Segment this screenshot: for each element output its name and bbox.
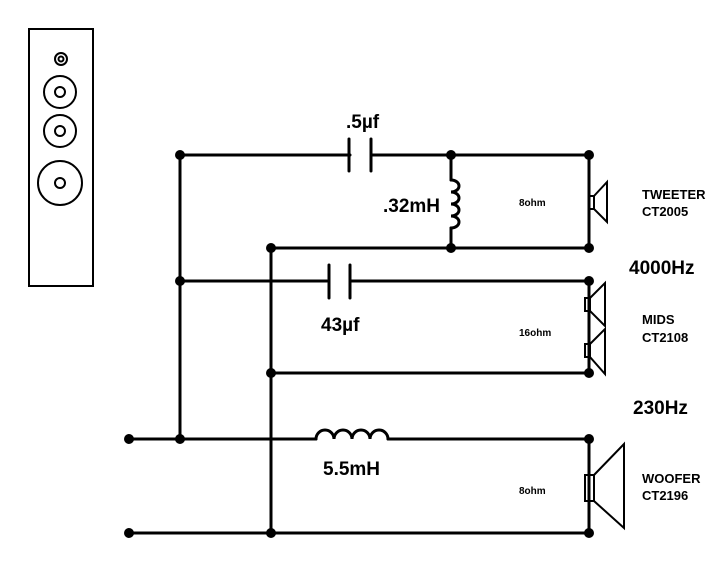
tweeter-name: TWEETER [642,187,706,202]
mids-capacitor-symbol [327,263,352,300]
woofer-impedance: 8ohm [519,486,546,497]
tweeter-inductor-symbol [449,178,461,230]
mids-capacitor-label: 43µf [321,315,360,336]
woofer-model: CT2196 [642,488,688,503]
speaker-cabinet-icon [28,28,94,287]
tweeter-inductor-label: .32mH [383,196,440,217]
mids-speaker-icon [584,280,606,377]
tweeter-speaker-icon [588,179,608,225]
woofer-inductor-symbol [314,428,390,441]
low-crossover-frequency: 230Hz [633,398,688,419]
mids-model: CT2108 [642,330,688,345]
circuit-wires [127,153,591,535]
high-crossover-frequency: 4000Hz [629,258,695,279]
mids-name: MIDS [642,312,675,327]
mids-impedance: 16ohm [519,328,551,339]
tweeter-capacitor-label: .5µf [346,112,380,133]
tweeter-capacitor-symbol [338,137,373,173]
junction-dots [124,150,594,538]
woofer-speaker-icon [584,441,625,531]
tweeter-impedance: 8ohm [519,198,546,209]
woofer-name: WOOFER [642,471,701,486]
tweeter-model: CT2005 [642,204,688,219]
woofer-inductor-label: 5.5mH [323,459,380,480]
